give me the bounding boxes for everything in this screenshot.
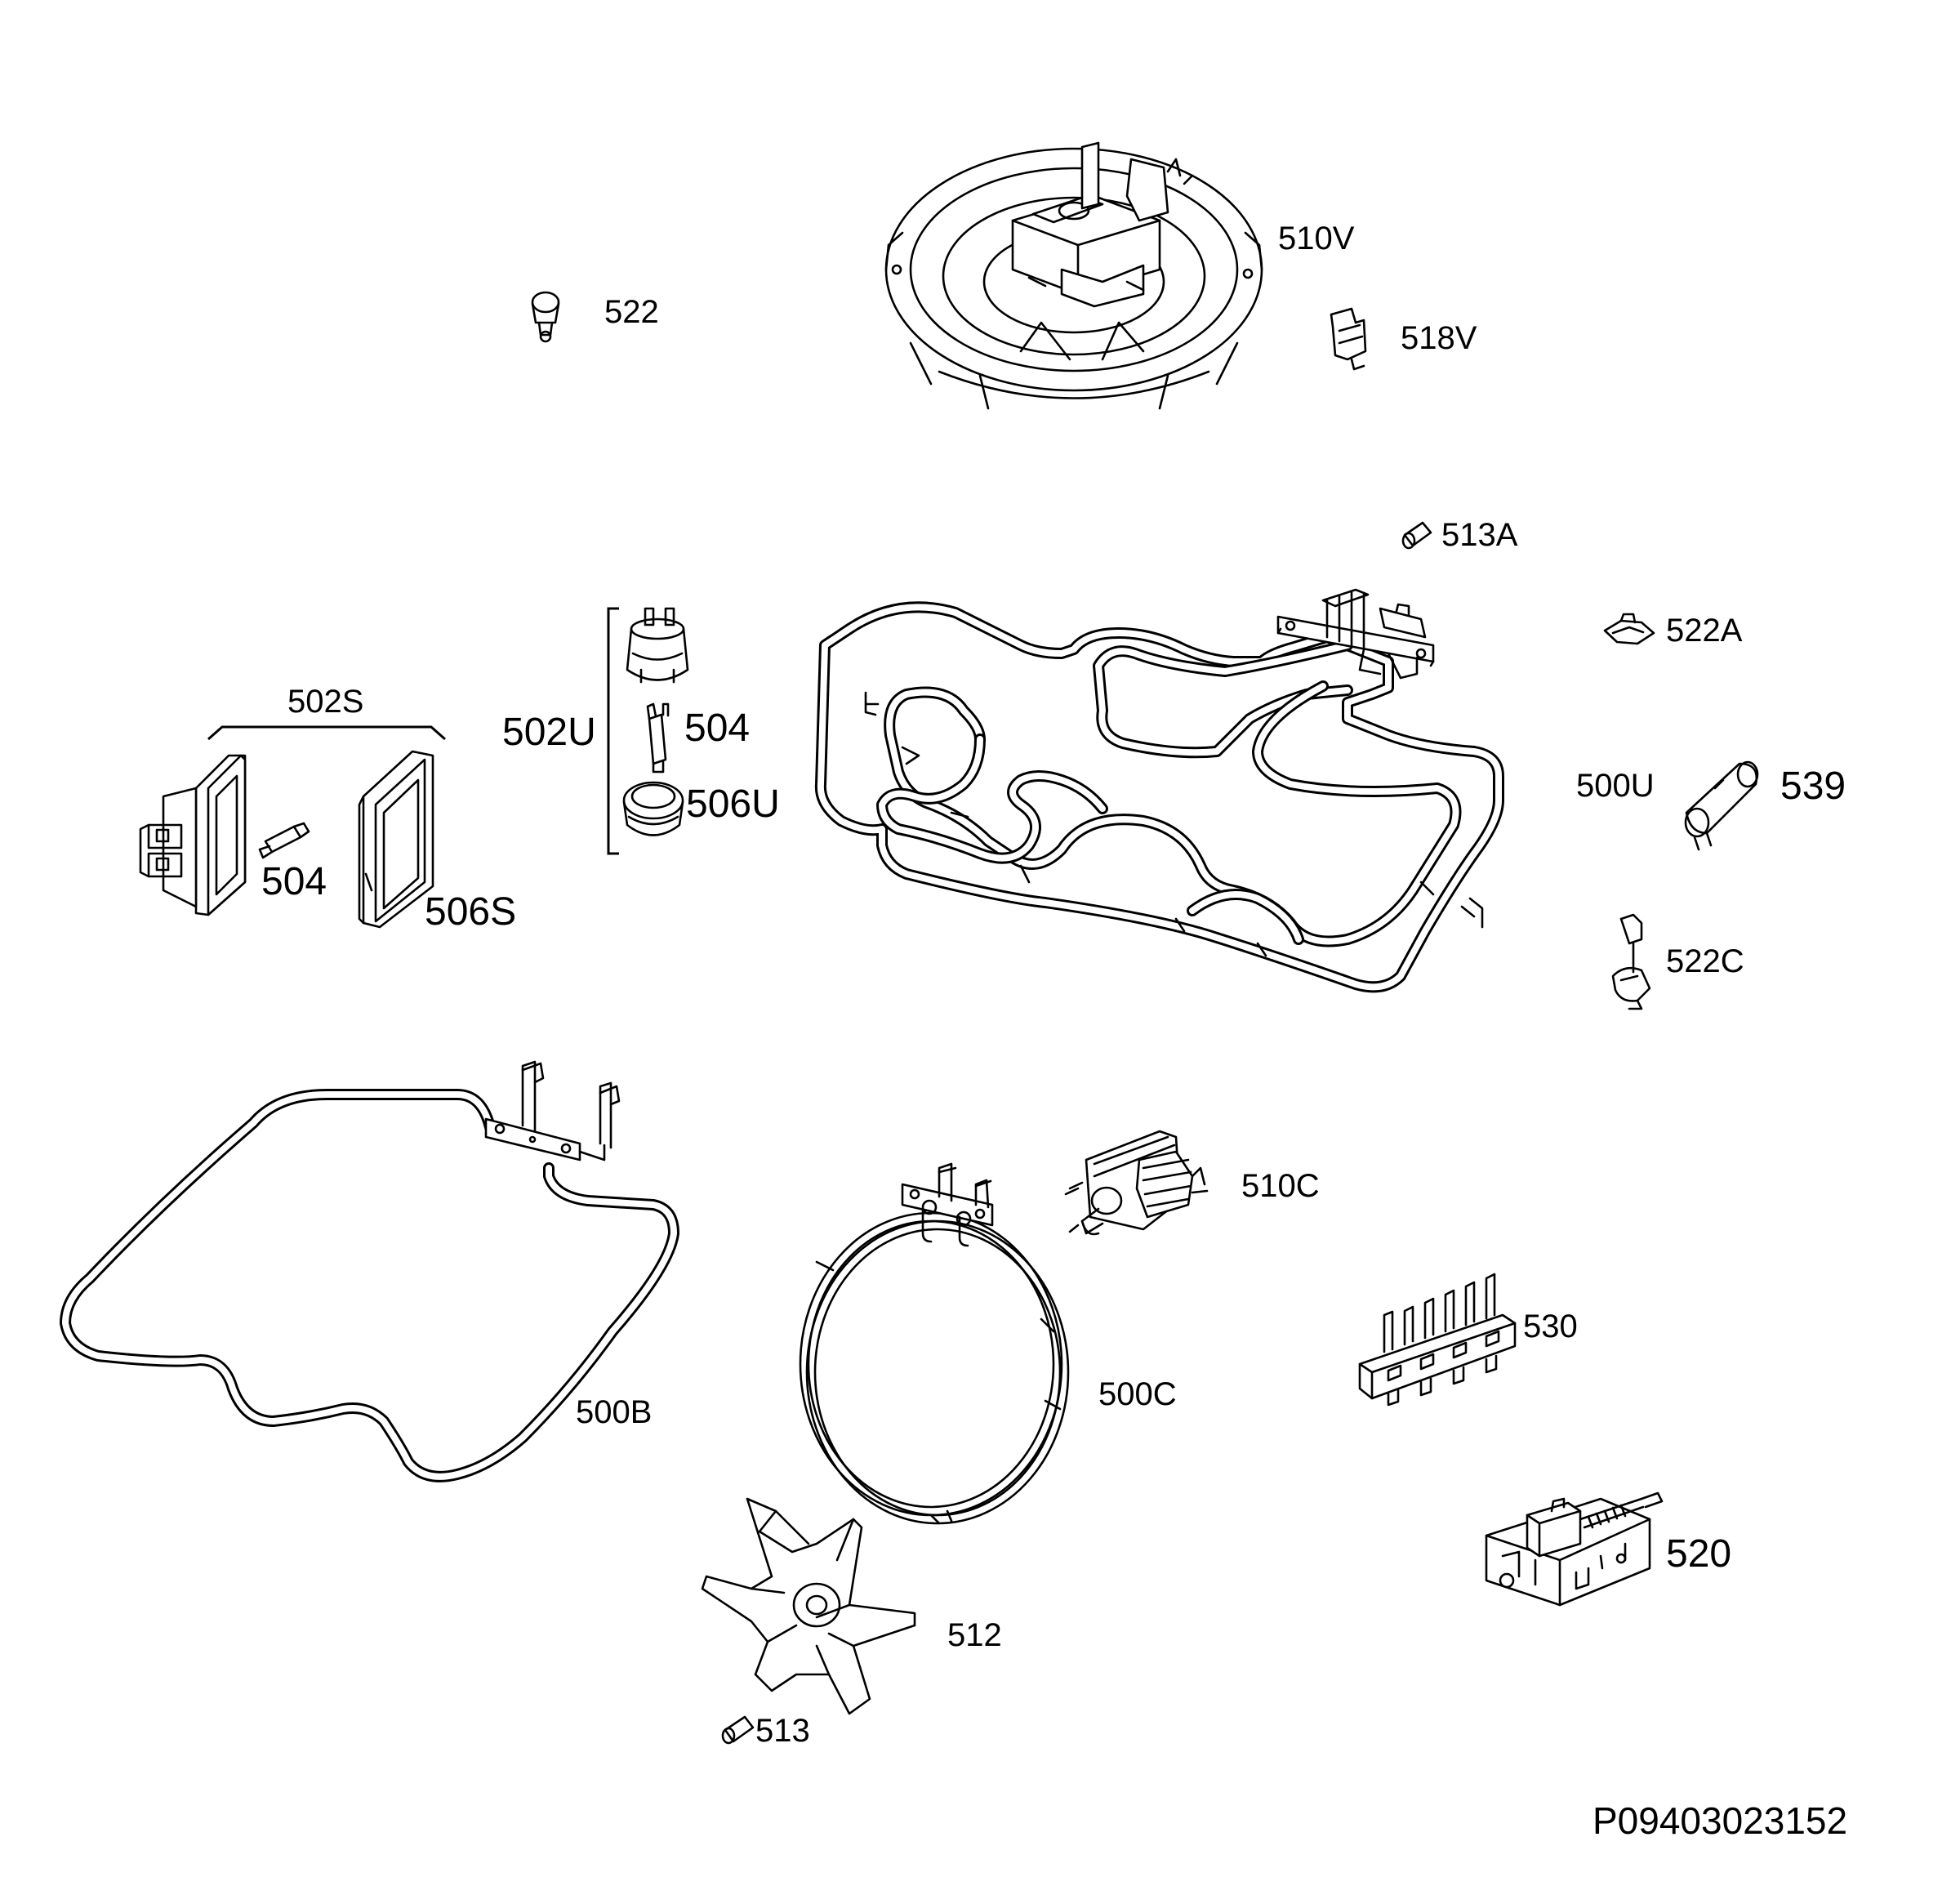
group-bracket-502S — [207, 725, 446, 741]
label-510C: 510C — [1241, 1168, 1320, 1204]
label-500C: 500C — [1098, 1376, 1177, 1412]
label-500B: 500B — [576, 1394, 652, 1430]
label-520: 520 — [1666, 1532, 1731, 1576]
label-513: 513 — [755, 1713, 810, 1749]
switch-icon — [1485, 1491, 1664, 1607]
bracket-icon — [1330, 307, 1367, 371]
fuse-icon — [721, 1715, 755, 1745]
fuse-icon — [646, 702, 670, 774]
label-504-left: 504 — [261, 860, 327, 903]
clip-icon — [1603, 613, 1655, 645]
label-510V: 510V — [1278, 221, 1355, 256]
label-522A: 522A — [1666, 613, 1743, 649]
label-506S: 506S — [425, 890, 516, 934]
terminal-block-icon — [1358, 1273, 1517, 1407]
drawing-code: P09403023152 — [1592, 1799, 1847, 1842]
ring-heating-element-icon — [799, 1162, 1070, 1525]
motor-icon — [1064, 1130, 1209, 1236]
fan-blade-icon — [701, 1497, 916, 1715]
grill-heating-element-icon — [814, 588, 1504, 993]
clip-icon — [531, 291, 560, 343]
label-539: 539 — [1780, 765, 1846, 808]
lamp-holder-round-icon — [626, 607, 689, 684]
fuse-icon — [1401, 521, 1432, 550]
clip-icon — [1611, 913, 1651, 1010]
label-504-top: 504 — [684, 707, 750, 750]
label-522: 522 — [604, 294, 659, 330]
label-512: 512 — [947, 1617, 1002, 1653]
lamp-holder-round-icon — [622, 781, 684, 836]
label-502U: 502U — [502, 711, 596, 754]
group-bracket-502U — [607, 607, 619, 855]
label-513A: 513A — [1441, 517, 1518, 553]
lamp-holder-square-icon — [139, 754, 247, 916]
sleeve-icon — [1684, 760, 1759, 851]
bottom-heating-element-icon — [60, 1060, 679, 1482]
fuse-icon — [258, 822, 310, 859]
label-506U: 506U — [686, 782, 780, 826]
label-500U: 500U — [1576, 768, 1655, 804]
label-530: 530 — [1523, 1309, 1578, 1344]
label-518V: 518V — [1401, 320, 1477, 356]
label-502S: 502S — [287, 684, 363, 720]
lamp-holder-square-icon — [358, 750, 434, 929]
fan-motor-assembly-icon — [884, 141, 1263, 410]
label-522C: 522C — [1666, 943, 1744, 979]
